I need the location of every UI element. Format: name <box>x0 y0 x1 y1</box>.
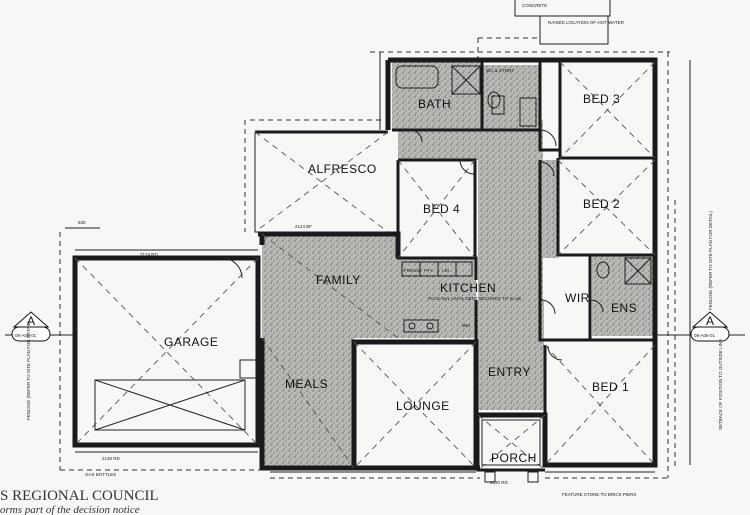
wc-note: WC & STORY <box>486 68 514 73</box>
room-label-meals: MEALS <box>285 377 328 391</box>
room-label-garage: GARAGE <box>164 335 218 349</box>
room-label-bed3: BED 3 <box>583 92 620 106</box>
room-label-entry: ENTRY <box>488 365 531 379</box>
fixture-labels: FRIDGE PTY LIN WM PACE NUL UNTIL DENT SE… <box>404 68 521 328</box>
garage-detail <box>94 257 259 431</box>
room-label-lounge: LOUNGE <box>396 399 450 413</box>
section-ref-left: 09-A06-01 <box>15 333 37 338</box>
hot-water-label: RAISED LOCATION OF HOT WATER <box>548 20 625 25</box>
dim-garage: 2124 RD <box>140 252 159 257</box>
setback-right-label: SETBACK OF POSITION TO OUTSIDE LINE <box>718 339 723 430</box>
dimension-lines <box>65 52 691 473</box>
room-labels: BED 3 BATH BED 4 BED 2 ALFRESCO FAMILY K… <box>164 92 637 465</box>
gas-bottles-label: GAS BOTTLES <box>85 472 116 477</box>
pantry-label: PTY <box>424 268 433 273</box>
room-label-porch: PORCH <box>491 451 537 465</box>
concrete-area: CONCRETE RAISED LOCATION OF HOT WATER <box>477 0 625 60</box>
room-label-bed1: BED 1 <box>592 380 629 394</box>
fixtures <box>395 65 652 333</box>
section-mark-left: A <box>27 314 36 328</box>
room-label-kitchen: KITCHEN <box>440 281 496 295</box>
dim-alfresco: 2124 BF <box>295 224 312 229</box>
section-ref-right: 09-A06-01 <box>694 333 716 338</box>
room-label-bed4: BED 4 <box>423 202 460 216</box>
annotation-text: 2124 RD 2124 BF 830 2130 RD 2130 RD GAS … <box>26 211 723 497</box>
council-footer: S REGIONAL COUNCIL orms part of the deci… <box>0 488 159 515</box>
room-label-bed2: BED 2 <box>583 197 620 211</box>
room-label-bath: BATH <box>418 97 451 111</box>
concrete-label: CONCRETE <box>522 3 547 8</box>
council-name: S REGIONAL COUNCIL <box>0 488 159 504</box>
door-swings <box>409 129 604 361</box>
room-label-family: FAMILY <box>316 273 361 287</box>
section-marker-left: A 09-A06-01 <box>5 311 75 342</box>
dim-garage-bottom: 2130 RD <box>102 456 121 461</box>
porch-detail <box>481 419 541 483</box>
room-label-alfresco: ALFRESCO <box>308 162 377 176</box>
fencing-right-label: FENCING (REFER TO SITE PLAN FOR DETAIL) <box>708 211 713 310</box>
room-label-ens: ENS <box>611 301 637 315</box>
tiled-floors <box>262 60 654 468</box>
fridge-label: FRIDGE <box>404 268 421 273</box>
decision-notice: orms part of the decision notice <box>0 504 140 515</box>
kitchen-note: PACE NUL UNTIL DENT SECURED TO SLAB <box>428 296 521 301</box>
dim-830: 830 <box>78 220 86 225</box>
dim-porch: 2130 RD <box>490 480 509 485</box>
wm-label: WM <box>462 323 470 328</box>
room-diagonals <box>74 61 656 471</box>
alfresco-outline <box>254 130 389 233</box>
section-mark-right: A <box>706 314 715 328</box>
feature-stone-label: FEATURE STONE TO BRICK PIERS <box>562 492 636 497</box>
setback-lines <box>59 51 676 479</box>
fencing-left-label: FENCING (REFER TO SITE PLAN FOR DETAIL) <box>26 321 31 420</box>
linen-label: LIN <box>442 268 449 273</box>
room-label-wir: WIR <box>565 291 590 305</box>
section-marker-right: A 09-A06-01 <box>655 311 745 342</box>
